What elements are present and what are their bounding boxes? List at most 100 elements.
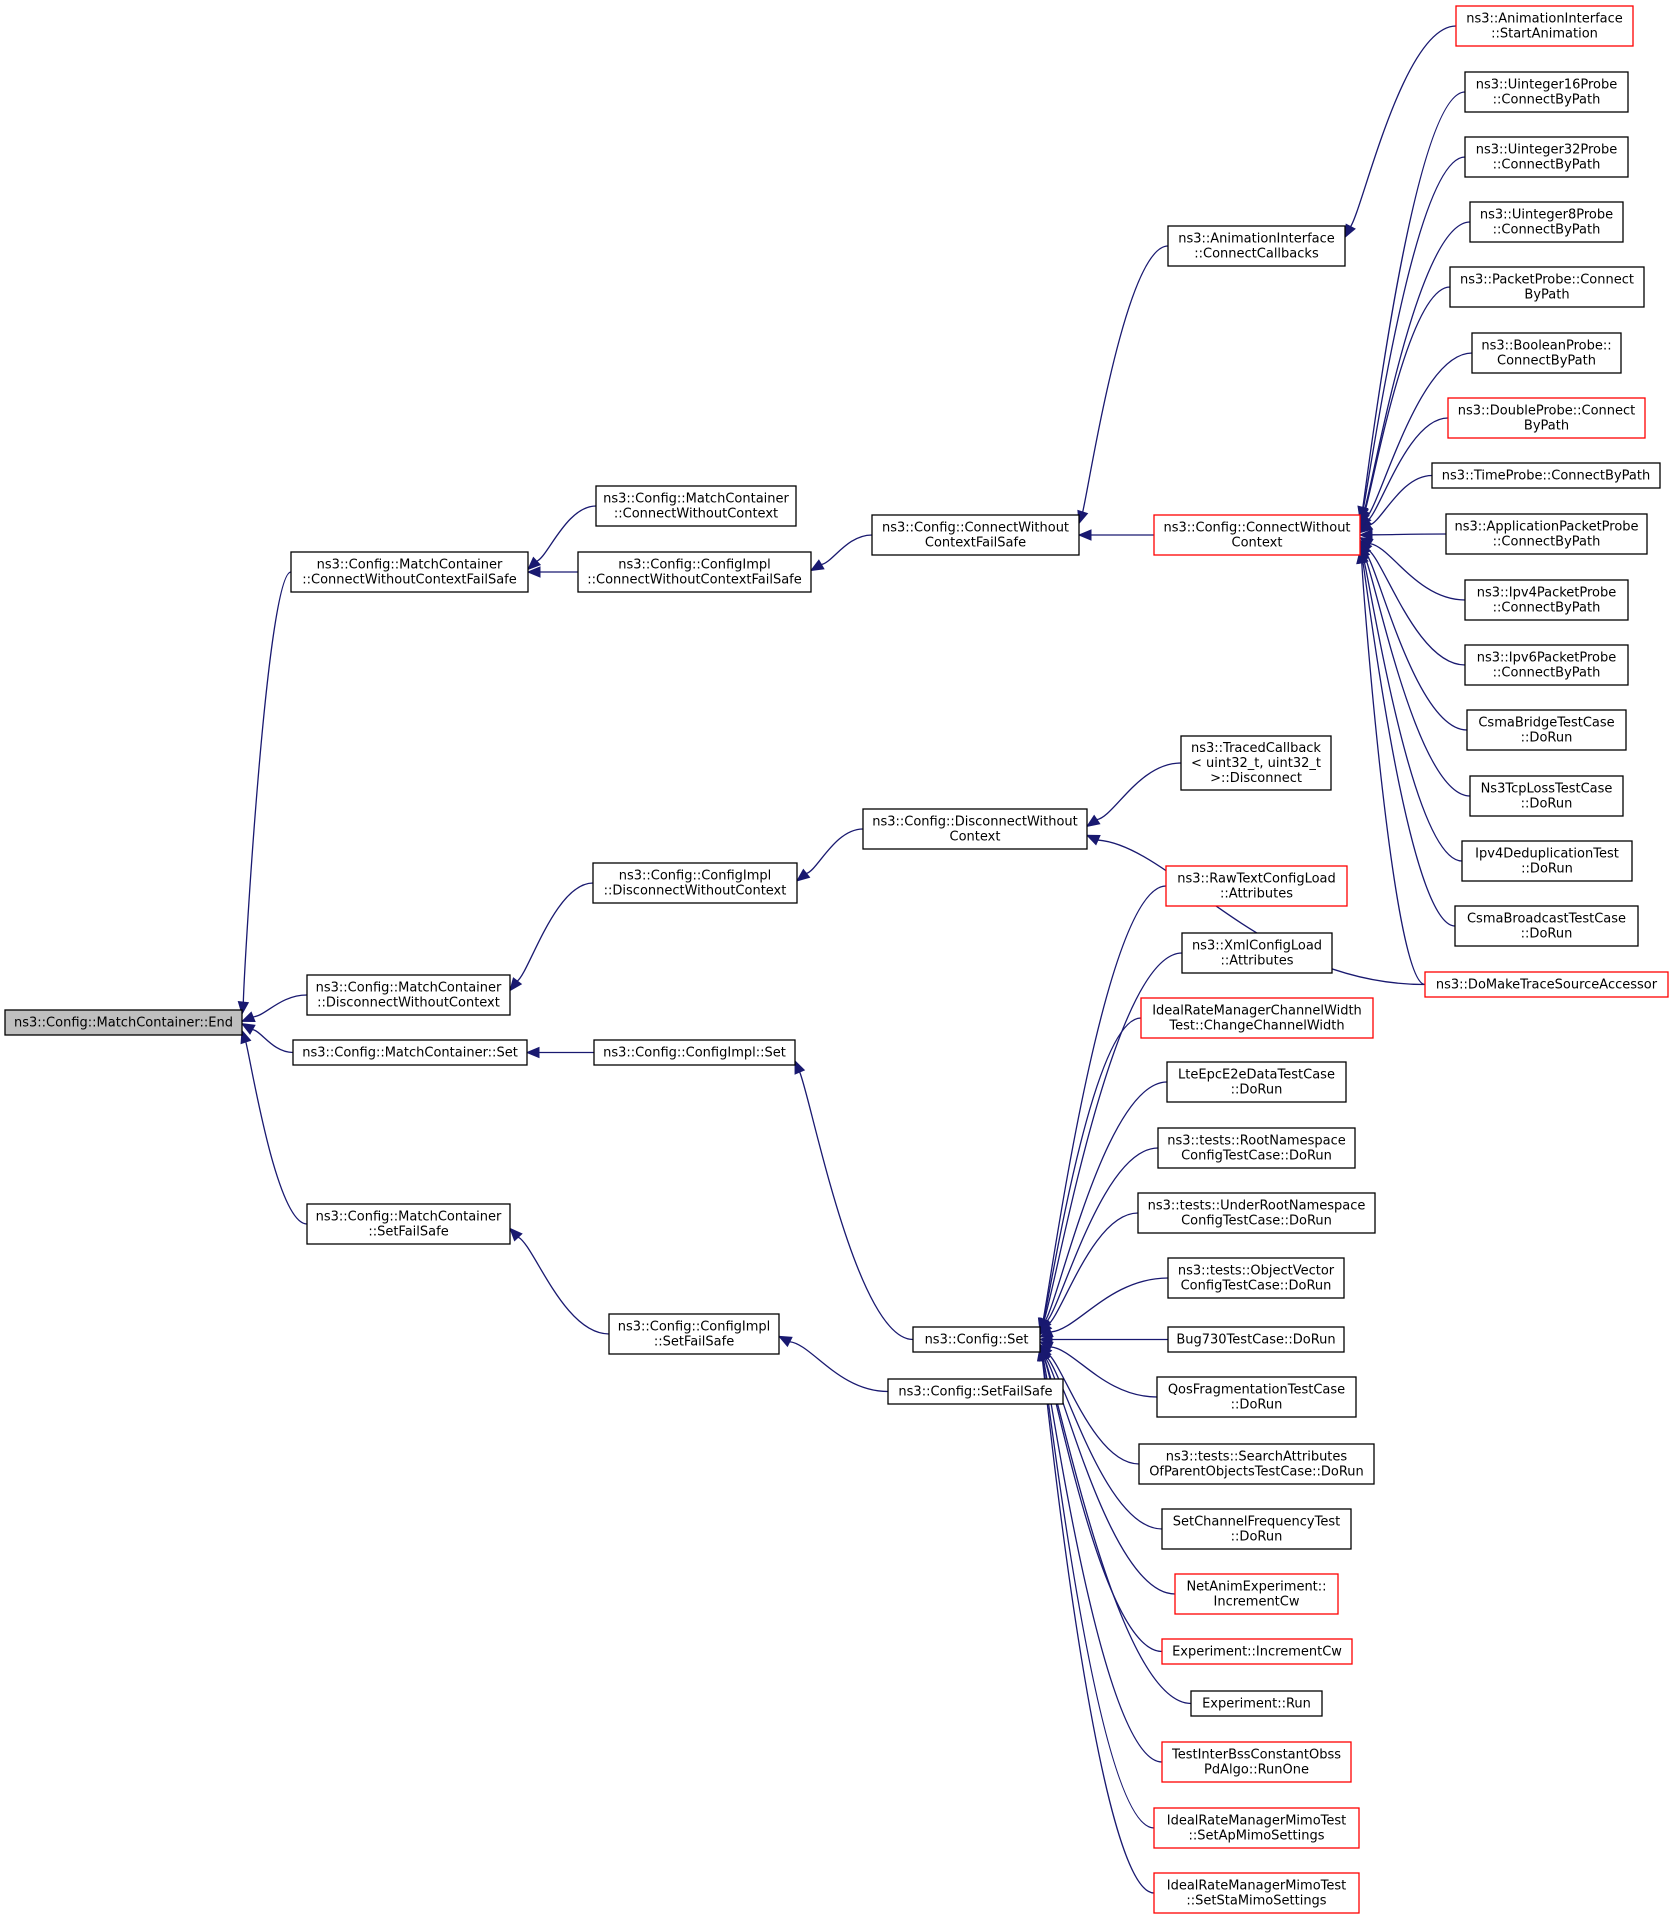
- node-impl_set[interactable]: ns3::Config::ConfigImpl::Set: [593, 1039, 796, 1066]
- node-searchattr[interactable]: ns3::tests::SearchAttributesOfParentObje…: [1138, 1443, 1375, 1485]
- node-u8[interactable]: ns3::Uinteger8Probe::ConnectByPath: [1469, 201, 1624, 243]
- node-cwcfs[interactable]: ns3::Config::MatchContainer::ConnectWith…: [290, 551, 529, 593]
- node-box[interactable]: [1153, 1807, 1360, 1849]
- node-bug730[interactable]: Bug730TestCase::DoRun: [1167, 1326, 1345, 1353]
- node-end[interactable]: ns3::Config::MatchContainer::End: [4, 1009, 243, 1036]
- node-csmabridge[interactable]: CsmaBridgeTestCase::DoRun: [1466, 709, 1627, 751]
- node-packet[interactable]: ns3::PacketProbe::ConnectByPath: [1449, 266, 1645, 308]
- node-box[interactable]: [1180, 735, 1332, 791]
- node-ns3tcploss[interactable]: Ns3TcpLossTestCase::DoRun: [1469, 775, 1624, 817]
- node-box[interactable]: [871, 514, 1080, 556]
- node-box[interactable]: [1161, 1508, 1352, 1550]
- node-box[interactable]: [1157, 1127, 1356, 1169]
- node-box[interactable]: [1138, 1443, 1375, 1485]
- node-box[interactable]: [1454, 905, 1639, 947]
- node-impl_sfs[interactable]: ns3::Config::ConfigImpl::SetFailSafe: [608, 1313, 780, 1355]
- node-box[interactable]: [1161, 1741, 1352, 1783]
- node-box[interactable]: [1447, 397, 1646, 439]
- node-impl_dwc[interactable]: ns3::Config::ConfigImpl::DisconnectWitho…: [592, 862, 798, 904]
- node-apppkt[interactable]: ns3::ApplicationPacketProbe::ConnectByPa…: [1445, 513, 1648, 555]
- node-box[interactable]: [1464, 644, 1629, 686]
- node-u16[interactable]: ns3::Uinteger16Probe::ConnectByPath: [1464, 71, 1629, 113]
- node-netanim[interactable]: NetAnimExperiment::IncrementCw: [1174, 1573, 1339, 1615]
- node-expinc[interactable]: Experiment::IncrementCw: [1161, 1638, 1353, 1665]
- node-box[interactable]: [862, 808, 1088, 850]
- node-anim_sa[interactable]: ns3::AnimationInterface::StartAnimation: [1455, 5, 1634, 47]
- node-box[interactable]: [592, 862, 798, 904]
- node-box[interactable]: [1464, 136, 1629, 178]
- node-box[interactable]: [1174, 1573, 1339, 1615]
- node-idealsta[interactable]: IdealRateManagerMimoTest::SetStaMimoSett…: [1153, 1872, 1360, 1914]
- node-box[interactable]: [4, 1009, 243, 1036]
- node-mc_cwc[interactable]: ns3::Config::MatchContainer::ConnectWith…: [595, 485, 797, 527]
- node-box[interactable]: [608, 1313, 780, 1355]
- node-mc_sfs[interactable]: ns3::Config::MatchContainer::SetFailSafe: [306, 1203, 511, 1245]
- node-box[interactable]: [292, 1039, 528, 1066]
- node-bool[interactable]: ns3::BooleanProbe::ConnectByPath: [1471, 332, 1622, 374]
- node-double[interactable]: ns3::DoubleProbe::ConnectByPath: [1447, 397, 1646, 439]
- node-csmabcast[interactable]: CsmaBroadcastTestCase::DoRun: [1454, 905, 1639, 947]
- node-box[interactable]: [887, 1378, 1064, 1405]
- node-mc_dwc[interactable]: ns3::Config::MatchContainer::DisconnectW…: [306, 974, 511, 1016]
- node-box[interactable]: [1166, 1061, 1347, 1103]
- node-cfg_sfs[interactable]: ns3::Config::SetFailSafe: [887, 1378, 1064, 1405]
- node-box[interactable]: [306, 974, 511, 1016]
- node-box[interactable]: [1165, 865, 1348, 907]
- node-domake[interactable]: ns3::DoMakeTraceSourceAccessor: [1424, 971, 1669, 998]
- node-box[interactable]: [577, 551, 812, 593]
- node-box[interactable]: [912, 1326, 1041, 1353]
- node-u32[interactable]: ns3::Uinteger32Probe::ConnectByPath: [1464, 136, 1629, 178]
- node-box[interactable]: [1167, 1326, 1345, 1353]
- node-underroot[interactable]: ns3::tests::UnderRootNamespaceConfigTest…: [1137, 1192, 1376, 1234]
- node-box[interactable]: [1137, 1192, 1376, 1234]
- node-traced[interactable]: ns3::TracedCallback< uint32_t, uint32_t>…: [1180, 735, 1332, 791]
- node-cfg_cwc[interactable]: ns3::Config::ConnectWithoutContext: [1153, 514, 1361, 556]
- node-anim_cc[interactable]: ns3::AnimationInterface::ConnectCallback…: [1167, 225, 1346, 267]
- node-rawtext[interactable]: ns3::RawTextConfigLoad::Attributes: [1165, 865, 1348, 907]
- node-xmlcfg[interactable]: ns3::XmlConfigLoad::Attributes: [1181, 932, 1333, 974]
- node-box[interactable]: [1464, 579, 1629, 621]
- node-box[interactable]: [1431, 462, 1661, 489]
- node-lteepc[interactable]: LteEpcE2eDataTestCase::DoRun: [1166, 1061, 1347, 1103]
- node-box[interactable]: [1469, 201, 1624, 243]
- node-box[interactable]: [290, 551, 529, 593]
- node-box[interactable]: [1167, 225, 1346, 267]
- node-box[interactable]: [1464, 71, 1629, 113]
- node-setchfreq[interactable]: SetChannelFrequencyTest::DoRun: [1161, 1508, 1352, 1550]
- node-box[interactable]: [1153, 1872, 1360, 1914]
- node-impl_cwcfs[interactable]: ns3::Config::ConfigImpl::ConnectWithoutC…: [577, 551, 812, 593]
- node-box[interactable]: [1167, 1257, 1345, 1299]
- node-ipv6pkt[interactable]: ns3::Ipv6PacketProbe::ConnectByPath: [1464, 644, 1629, 686]
- node-box[interactable]: [1190, 1690, 1323, 1717]
- node-box[interactable]: [1424, 971, 1669, 998]
- node-idealcw[interactable]: IdealRateManagerChannelWidthTest::Change…: [1140, 997, 1374, 1039]
- node-objvec[interactable]: ns3::tests::ObjectVectorConfigTestCase::…: [1167, 1257, 1345, 1299]
- node-box[interactable]: [1461, 840, 1633, 882]
- node-box[interactable]: [1455, 5, 1634, 47]
- node-box[interactable]: [1466, 709, 1627, 751]
- node-box[interactable]: [1156, 1376, 1357, 1418]
- node-idealap[interactable]: IdealRateManagerMimoTest::SetApMimoSetti…: [1153, 1807, 1360, 1849]
- node-time[interactable]: ns3::TimeProbe::ConnectByPath: [1431, 462, 1661, 489]
- node-box[interactable]: [595, 485, 797, 527]
- node-mc_set[interactable]: ns3::Config::MatchContainer::Set: [292, 1039, 528, 1066]
- node-qosfrag[interactable]: QosFragmentationTestCase::DoRun: [1156, 1376, 1357, 1418]
- node-box[interactable]: [1140, 997, 1374, 1039]
- node-cfg_cwcfs[interactable]: ns3::Config::ConnectWithoutContextFailSa…: [871, 514, 1080, 556]
- node-box[interactable]: [1449, 266, 1645, 308]
- node-exprun[interactable]: Experiment::Run: [1190, 1690, 1323, 1717]
- node-box[interactable]: [593, 1039, 796, 1066]
- node-box[interactable]: [306, 1203, 511, 1245]
- node-cfg_set[interactable]: ns3::Config::Set: [912, 1326, 1041, 1353]
- node-box[interactable]: [1445, 513, 1648, 555]
- node-rootns[interactable]: ns3::tests::RootNamespaceConfigTestCase:…: [1157, 1127, 1356, 1169]
- node-ipv4pkt[interactable]: ns3::Ipv4PacketProbe::ConnectByPath: [1464, 579, 1629, 621]
- node-box[interactable]: [1161, 1638, 1353, 1665]
- node-box[interactable]: [1181, 932, 1333, 974]
- node-ipv4dedup[interactable]: Ipv4DeduplicationTest::DoRun: [1461, 840, 1633, 882]
- node-box[interactable]: [1471, 332, 1622, 374]
- node-cfg_dwc[interactable]: ns3::Config::DisconnectWithoutContext: [862, 808, 1088, 850]
- node-box[interactable]: [1153, 514, 1361, 556]
- node-box[interactable]: [1469, 775, 1624, 817]
